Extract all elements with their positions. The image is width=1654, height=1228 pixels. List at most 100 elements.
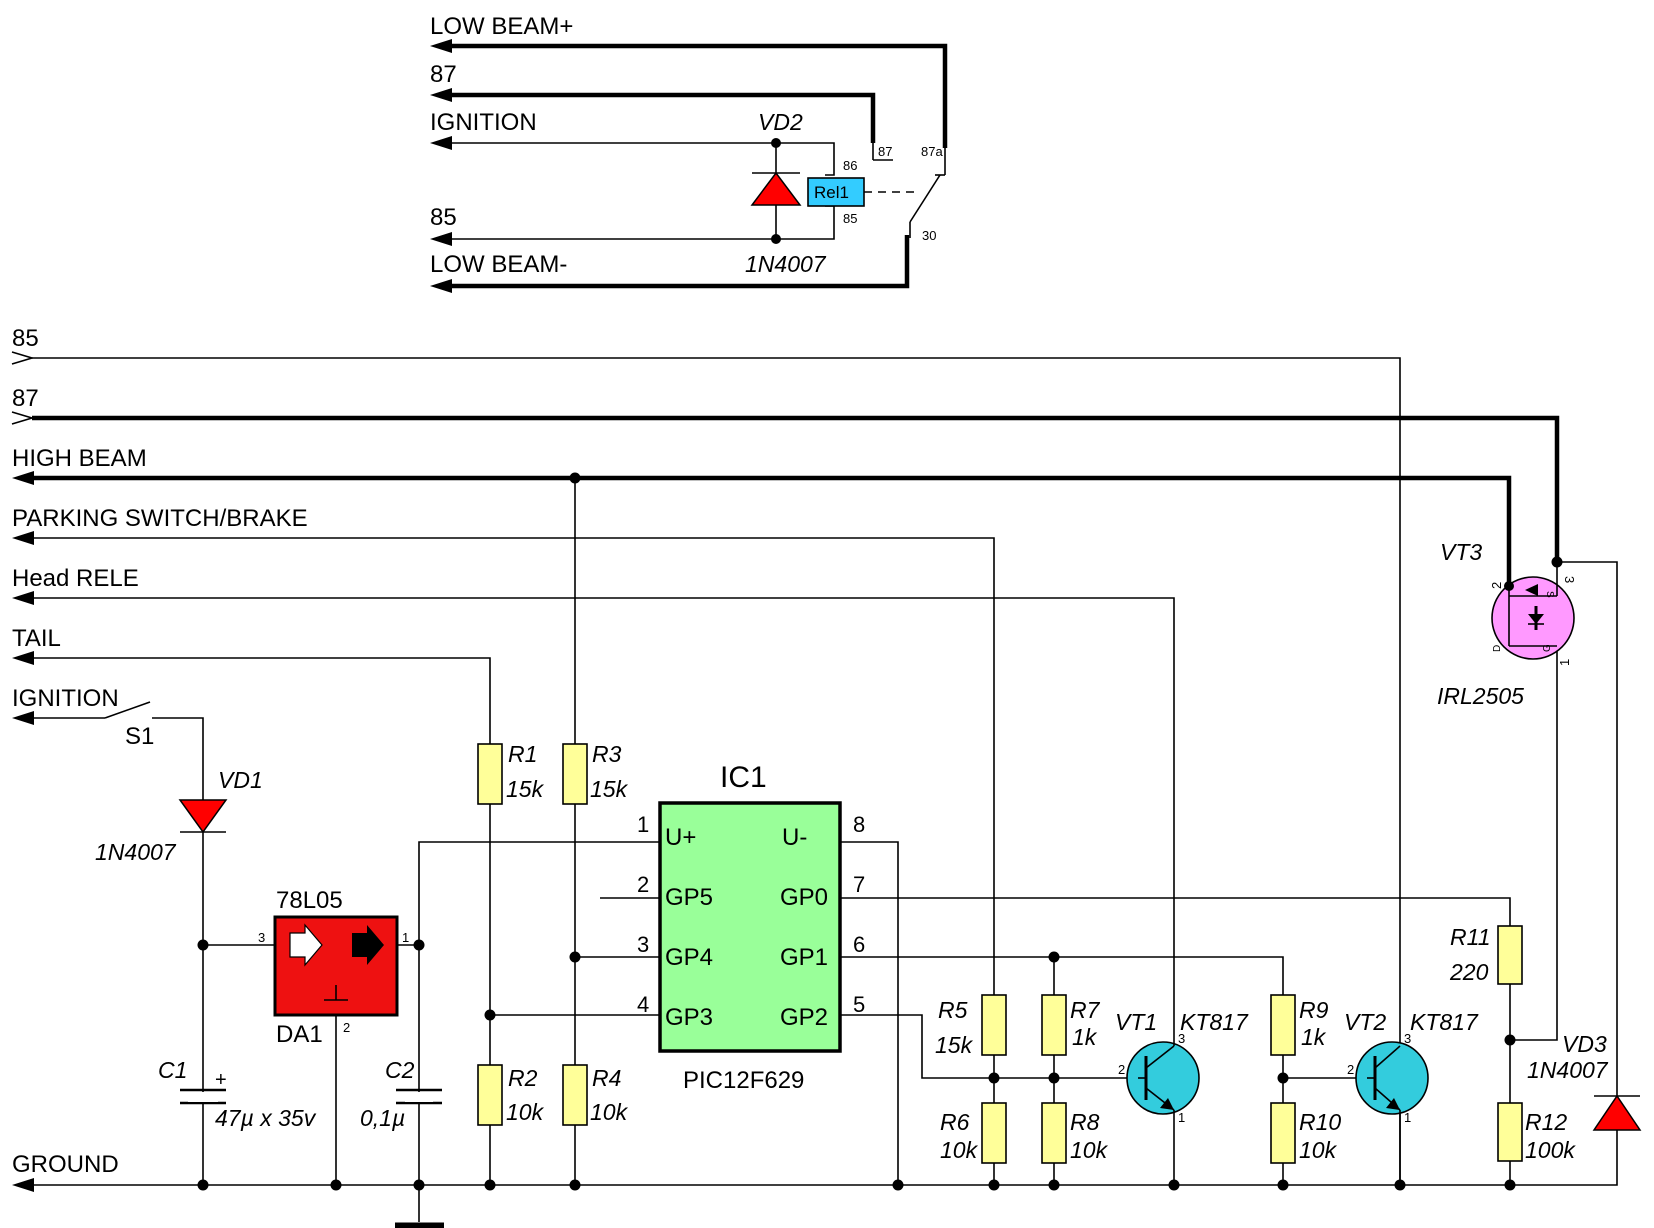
r6-value: 10k: [940, 1137, 979, 1163]
main-net-87-label: 87: [12, 385, 39, 412]
junction-dot: [197, 1179, 209, 1191]
vd1-label: VD1: [218, 767, 263, 793]
vd2-diode: [750, 171, 802, 206]
vt3-pin3: 3: [1562, 576, 1577, 583]
r12-resistor: [1497, 1102, 1523, 1162]
vt3-part: IRL2505: [1437, 683, 1524, 709]
head-rele-label: Head RELE: [12, 565, 139, 592]
vt3-s-label: S: [1544, 591, 1555, 598]
junction-dot: [569, 1179, 581, 1191]
r7-resistor: [1041, 994, 1067, 1056]
ignition-relay-label: IGNITION: [430, 109, 537, 136]
gp1-wire: [840, 956, 1284, 995]
relay-name: Rel1: [814, 183, 849, 202]
net-87-label: 87: [430, 61, 457, 88]
vt1-emitter-arrow-icon: [1160, 1098, 1174, 1110]
vt2-pin2: 2: [1347, 1062, 1354, 1077]
ic1-name: IC1: [720, 761, 767, 794]
c1-plus: +: [215, 1069, 227, 1091]
junction-dot: [1277, 1179, 1289, 1191]
ic-pin-label: GP5: [665, 884, 713, 911]
vt1-part: KT817: [1180, 1009, 1249, 1035]
junction-dot: [1504, 581, 1514, 591]
high-beam-label: HIGH BEAM: [12, 445, 147, 472]
ic-pin-num: 7: [853, 872, 865, 897]
vt3-pin1: 1: [1557, 659, 1572, 666]
relay-pin-85: 85: [843, 211, 857, 226]
r5-label: R5: [938, 997, 968, 1023]
gp2-wire: [840, 1014, 994, 1079]
r1-value: 15k: [506, 776, 545, 802]
vt3-arrow-icon: [1525, 584, 1538, 596]
vt2-pin1: 1: [1404, 1110, 1411, 1125]
tail-wire: [34, 657, 491, 744]
c1-value: 47µ x 35v: [215, 1105, 317, 1131]
arrow-icon: [430, 136, 452, 150]
c2-value: 0,1µ: [360, 1105, 405, 1131]
arrow-icon: [12, 591, 34, 605]
ic-vss-wire: [840, 841, 899, 1185]
ignition-wire-right: [152, 717, 204, 800]
vt1-stage: R5 15k R6 10k R7 1k R8 10k 2 3 1 VT1 KT8…: [935, 951, 1249, 1191]
gp0-wire: [840, 897, 1511, 926]
r9-resistor: [1270, 994, 1296, 1056]
ground-label: GROUND: [12, 1151, 119, 1178]
power-supply: VD1 1N4007 C1 + 47µ x 35v 78L05 DA1 3 1 …: [95, 767, 660, 1191]
vt1-pin2: 2: [1118, 1062, 1125, 1077]
r3-label: R3: [592, 741, 622, 767]
ic-pin-label: GP0: [780, 884, 828, 911]
vt2-collector: [1374, 1045, 1401, 1069]
junction-dot: [892, 1179, 904, 1191]
r2-label: R2: [508, 1065, 538, 1091]
chevron-icon: [11, 411, 35, 425]
s1-label: S1: [125, 723, 154, 750]
r11-value: 220: [1449, 959, 1489, 985]
vt1-pin1: 1: [1178, 1110, 1185, 1125]
arrow-icon: [12, 531, 34, 545]
da1-part: 78L05: [276, 887, 343, 914]
ic-pin-num: 2: [637, 872, 649, 897]
c2-gap: [405, 1092, 433, 1102]
vt2-stage: R9 1k R10 10k 2 3 1 VT2 KT817: [1270, 994, 1479, 1191]
vt3-diode-icon: [1528, 614, 1544, 624]
r4-value: 10k: [590, 1099, 629, 1125]
ground-wire: [34, 1130, 1618, 1186]
vt3-d-label: D: [1492, 645, 1503, 652]
r10-label: R10: [1299, 1109, 1341, 1135]
arrow-icon: [430, 39, 452, 53]
c1-label: C1: [158, 1057, 187, 1083]
relay-pin-87a: 87a: [921, 144, 943, 159]
junction-dot: [771, 234, 781, 244]
da1-pin2: 2: [343, 1020, 350, 1035]
high-beam-wire: [34, 475, 1512, 586]
main-ignition-label: IGNITION: [12, 685, 119, 712]
ic-pin-label: GP2: [780, 1004, 828, 1031]
ic-pin-num: 1: [637, 812, 649, 837]
r4-resistor: [562, 1064, 588, 1126]
ic-pin-num: 8: [853, 812, 865, 837]
main-nets: 85 87 HIGH BEAM PARKING SWITCH/BRAKE Hea…: [11, 325, 1618, 1228]
r7-value: 1k: [1072, 1024, 1098, 1050]
arrow-icon: [430, 88, 452, 102]
ic1-body: [658, 801, 842, 1053]
r9-label: R9: [1299, 997, 1329, 1023]
low-beam-minus-label: LOW BEAM-: [430, 251, 567, 278]
relay-section: LOW BEAM+ 87 IGNITION 85 LOW BEAM- VD2 1…: [430, 13, 948, 293]
junction-dot: [484, 1179, 496, 1191]
relay-pin-87: 87: [878, 144, 892, 159]
junction-dot: [1394, 1179, 1406, 1191]
dividers: R1 15k R2 10k R3 15k R4 10k: [477, 478, 660, 1191]
r10-value: 10k: [1299, 1137, 1338, 1163]
relay-switch-arm: [909, 174, 941, 223]
r5-value: 15k: [935, 1032, 974, 1058]
arrow-icon: [430, 279, 452, 293]
vt1-pin3: 3: [1178, 1031, 1185, 1046]
r11-resistor: [1497, 925, 1523, 985]
head-rele-wire: [34, 597, 1175, 1035]
ic-pin-num: 4: [637, 992, 649, 1017]
parking-label: PARKING SWITCH/BRAKE: [12, 505, 308, 532]
junction-dot: [988, 1179, 1000, 1191]
c2-label: C2: [385, 1057, 415, 1083]
vt1-collector: [1145, 1045, 1175, 1069]
